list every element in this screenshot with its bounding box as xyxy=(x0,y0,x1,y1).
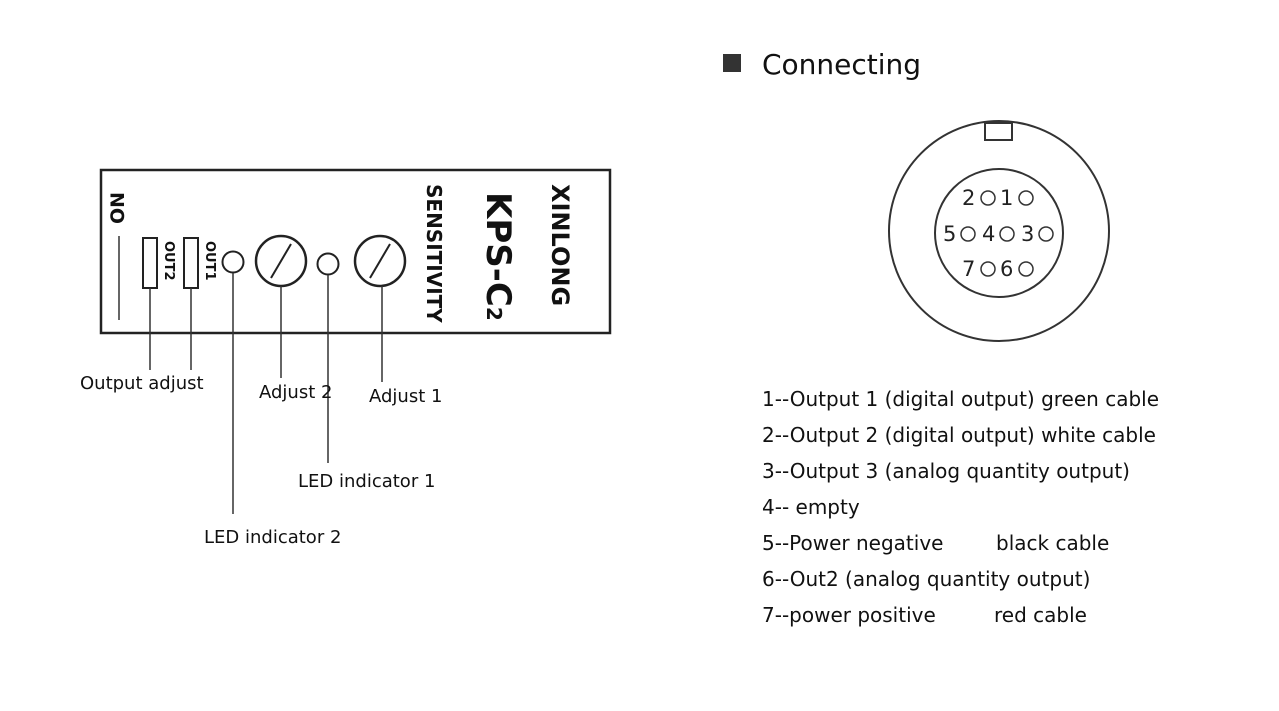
label-led-indicator-2: LED indicator 2 xyxy=(204,527,341,548)
pin-description: 3--Output 3 (analog quantity output) xyxy=(762,459,1130,483)
connector: 2 1 5 4 3 7 6 xyxy=(888,120,1110,342)
pin-description: 5--Power negative xyxy=(762,531,943,555)
led-indicator-2 xyxy=(221,250,245,274)
pin-5 xyxy=(960,226,976,242)
panel-brand: XINLONG xyxy=(546,184,574,306)
pin-7 xyxy=(980,261,996,277)
panel-sensitivity: SENSITIVITY xyxy=(422,184,446,323)
pin-description: 6--Out2 (analog quantity output) xyxy=(762,567,1090,591)
sensor-panel: XINLONG KPS-C2 SENSITIVITY ON OUT2 OUT1 xyxy=(99,168,612,335)
connecting-bullet-icon xyxy=(723,54,741,72)
out2-label: OUT2 xyxy=(161,241,176,281)
label-led-indicator-1: LED indicator 1 xyxy=(298,471,435,492)
adjust-2-slot xyxy=(270,243,292,279)
pin-4-number: 4 xyxy=(982,222,995,246)
leader-lines xyxy=(149,273,383,514)
pin-description-list: 1--Output 1 (digital output) green cable… xyxy=(762,387,1159,627)
panel-outline xyxy=(99,168,612,335)
pin-description: 1--Output 1 (digital output) green cable xyxy=(762,387,1159,411)
pin-6 xyxy=(1018,261,1034,277)
connector-key xyxy=(984,122,1013,141)
pin-description: 4-- empty xyxy=(762,495,860,519)
out1-switch[interactable] xyxy=(183,237,199,289)
out1-label: OUT1 xyxy=(202,241,217,281)
panel-model: KPS-C2 xyxy=(478,192,518,321)
label-adjust-2: Adjust 2 xyxy=(259,382,332,403)
pin-description: 2--Output 2 (digital output) white cable xyxy=(762,423,1156,447)
panel-on-label: ON xyxy=(107,192,129,224)
adjust-1-slot xyxy=(369,243,391,279)
pin-1-number: 1 xyxy=(1000,186,1013,210)
label-output-adjust: Output adjust xyxy=(80,373,204,394)
panel-model-main: KPS-C xyxy=(478,192,518,307)
pin-5-number: 5 xyxy=(943,222,956,246)
pin-1 xyxy=(1018,190,1034,206)
pin-5-cable: black cable xyxy=(996,531,1109,555)
connecting-heading: Connecting xyxy=(762,48,921,81)
pin-3-number: 3 xyxy=(1021,222,1034,246)
pin-2 xyxy=(980,190,996,206)
pin-4 xyxy=(999,226,1015,242)
pin-7-number: 7 xyxy=(962,257,975,281)
pin-3 xyxy=(1038,226,1054,242)
panel-model-subscript: 2 xyxy=(482,307,506,321)
pin-description: 7--power positive xyxy=(762,603,936,627)
label-adjust-1: Adjust 1 xyxy=(369,386,442,407)
pin-6-number: 6 xyxy=(1000,257,1013,281)
pin-7-cable: red cable xyxy=(994,603,1087,627)
pin-2-number: 2 xyxy=(962,186,975,210)
out2-switch[interactable] xyxy=(142,237,158,289)
led-indicator-1 xyxy=(316,252,340,276)
